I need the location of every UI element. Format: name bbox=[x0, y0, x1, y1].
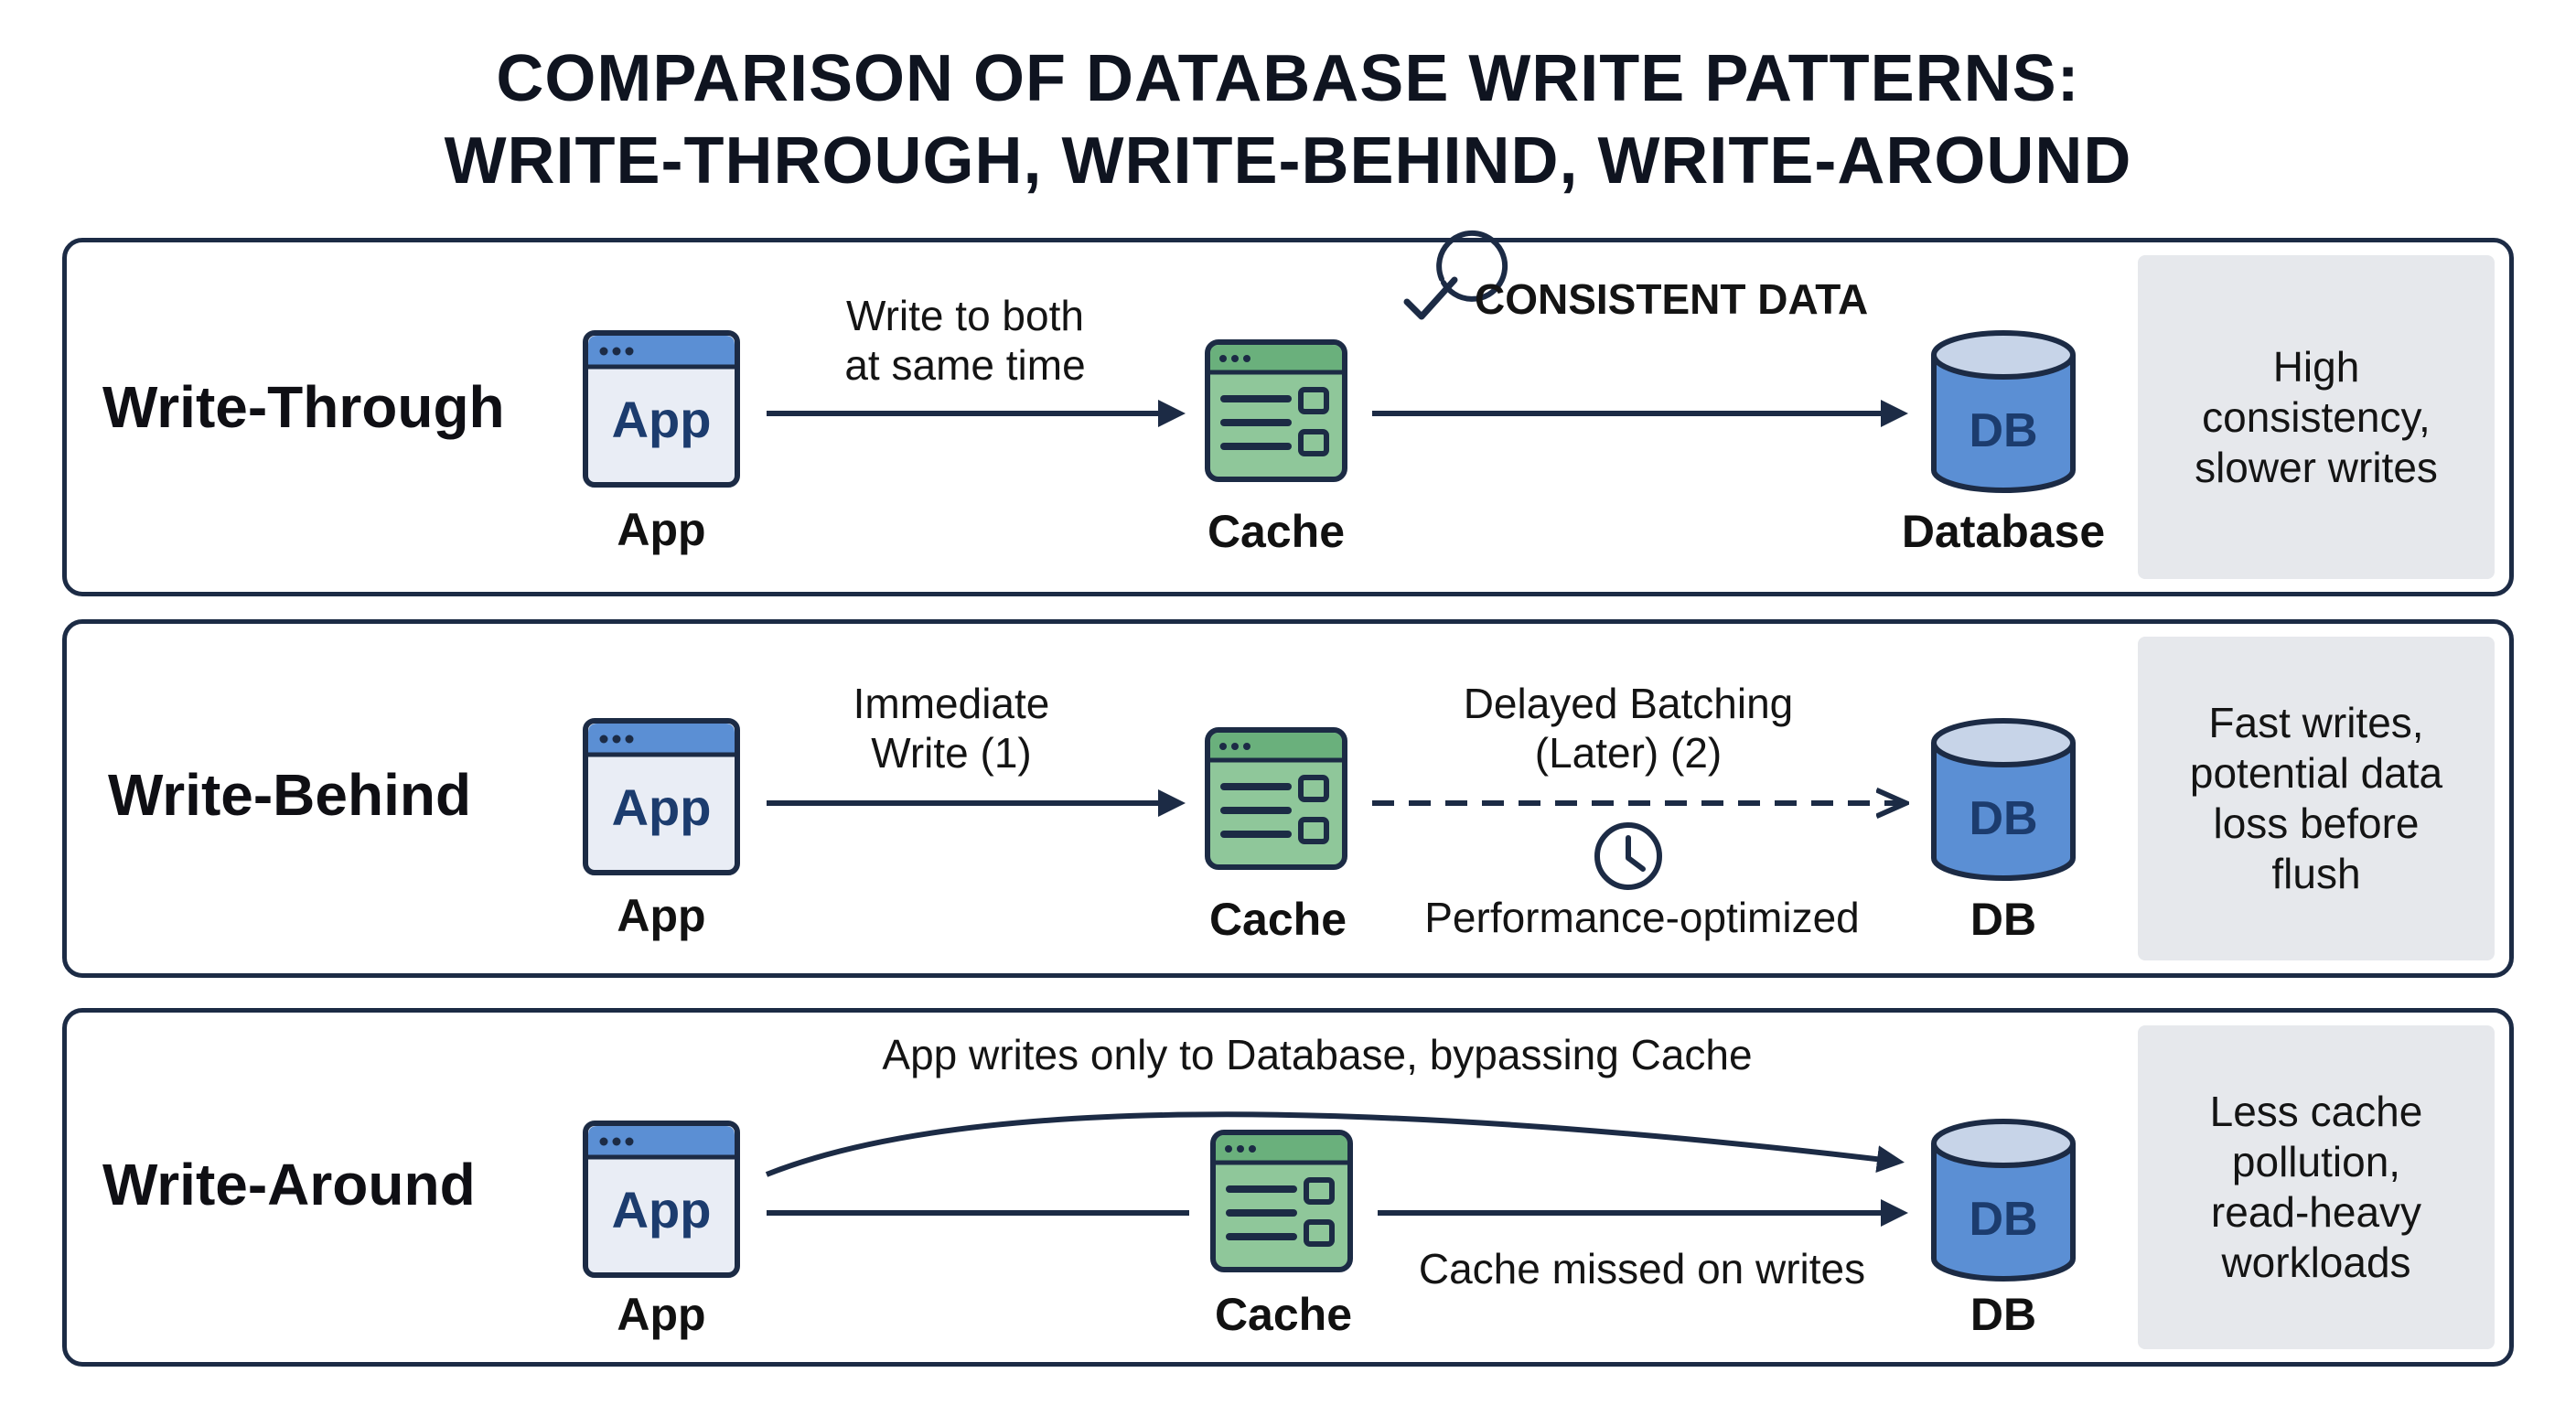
db-label-row2: DB bbox=[1970, 894, 2037, 945]
app-label-row2: App bbox=[617, 890, 706, 941]
db-icon-text: DB bbox=[1969, 1193, 2037, 1246]
clock-icon bbox=[1594, 822, 1662, 890]
cache-missed-label: Cache missed on writes bbox=[1418, 1245, 1866, 1292]
app-icon-row2: App bbox=[585, 721, 737, 873]
app-label-row3: App bbox=[617, 1289, 706, 1340]
app-icon-text: App bbox=[612, 391, 712, 448]
app-icon-row3: App bbox=[585, 1123, 737, 1275]
summary-box-write-behind: Fast writes, potential data loss before … bbox=[2138, 637, 2495, 960]
delayed-batching-label: Delayed Batching (Later) (2) bbox=[1463, 680, 1794, 777]
cache-label-row1: Cache bbox=[1207, 506, 1346, 557]
db-icon-row1: DB bbox=[1934, 333, 2073, 490]
cache-icon-row2 bbox=[1208, 730, 1345, 867]
bypass-label-row3: App writes only to Database, bypassing C… bbox=[882, 1031, 1753, 1078]
app-icon-row1: App bbox=[585, 333, 737, 485]
db-icon-text: DB bbox=[1969, 404, 2037, 457]
cache-label-row2: Cache bbox=[1208, 894, 1347, 945]
app-icon-text: App bbox=[612, 778, 712, 836]
cache-label-row3: Cache bbox=[1214, 1289, 1353, 1340]
db-icon-row2: DB bbox=[1934, 721, 2073, 878]
app-icon-text: App bbox=[612, 1181, 712, 1239]
pattern-name-write-behind: Write-Behind bbox=[108, 762, 472, 828]
app-label-row1: App bbox=[617, 504, 706, 555]
arrow-label-row2: Immediate Write (1) bbox=[853, 680, 1050, 777]
summary-text-write-around: Less cache pollution, read-heavy workloa… bbox=[2209, 1088, 2423, 1286]
curved-arrow-app-to-db-row3 bbox=[765, 1111, 1905, 1177]
cache-icon-row3 bbox=[1213, 1132, 1350, 1270]
panel-write-through: High consistency, slower writes bbox=[62, 238, 2514, 596]
summary-box-write-around: Less cache pollution, read-heavy workloa… bbox=[2138, 1025, 2495, 1349]
diagram-title-line2: WRITE-THROUGH, WRITE-BEHIND, WRITE-AROUN… bbox=[444, 124, 2132, 198]
summary-text-write-behind: Fast writes, potential data loss before … bbox=[2189, 699, 2443, 897]
summary-box-write-through: High consistency, slower writes bbox=[2138, 255, 2495, 579]
cache-icon-row1 bbox=[1208, 342, 1345, 479]
performance-optimized-label: Performance-optimized bbox=[1424, 894, 1860, 941]
pattern-name-write-through: Write-Through bbox=[102, 374, 505, 440]
diagram-title-line1: COMPARISON OF DATABASE WRITE PATTERNS: bbox=[496, 42, 2080, 115]
pattern-name-write-around: Write-Around bbox=[102, 1152, 476, 1217]
summary-text-write-through: High consistency, slower writes bbox=[2195, 342, 2438, 491]
db-icon-row3: DB bbox=[1934, 1121, 2073, 1279]
db-label-row3: DB bbox=[1970, 1289, 2037, 1340]
panel-write-behind: Fast writes, potential data loss before … bbox=[62, 619, 2514, 978]
db-label-row1: Database bbox=[1901, 506, 2106, 557]
consistent-data-badge: CONSISTENT DATA bbox=[1475, 275, 1869, 323]
arrow-label-row1: Write to both at same time bbox=[844, 292, 1086, 389]
db-icon-text: DB bbox=[1969, 792, 2037, 845]
check-circle-icon bbox=[1403, 230, 1508, 320]
